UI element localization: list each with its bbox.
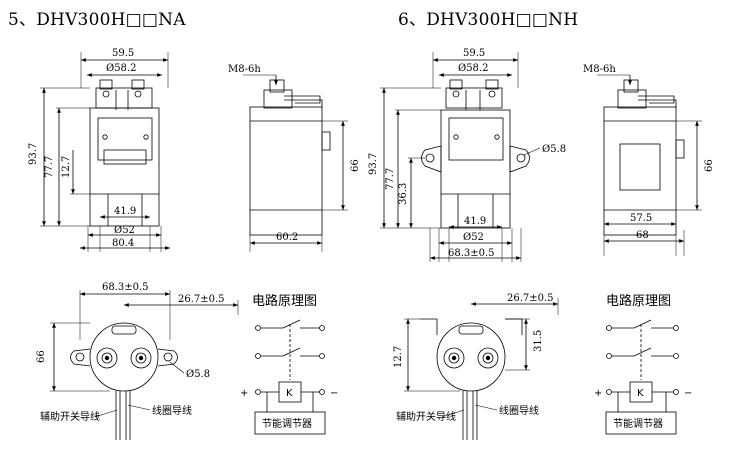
circuit-k-nh: K <box>637 388 644 399</box>
nh-dim-width-bottom2: 68.3±0.5 <box>448 248 495 259</box>
na-dim-width-bottom1: 41.9 <box>114 206 136 217</box>
nh-side-width1: 57.5 <box>630 213 652 224</box>
nh-thread-label: M8-6h <box>583 64 616 75</box>
nh-front-view <box>380 52 541 262</box>
nh-top-height2: 31.5 <box>533 330 544 352</box>
circuit-controller-na: 节能调节器 <box>262 417 312 430</box>
title-nh: 6、DHV300H□□NH <box>398 10 579 30</box>
na-top-width: 68.3±0.5 <box>102 282 149 293</box>
nh-dim-hole: Ø5.8 <box>542 144 566 155</box>
circuit-title-nh: 电路原理图 <box>606 293 671 309</box>
circuit-diagram-nh <box>605 319 679 435</box>
nh-top-height1: 12.7 <box>393 346 404 368</box>
na-dim-dia-bottom: Ø52 <box>114 225 135 236</box>
circuit-minus-na: − <box>330 388 338 399</box>
nh-top-view <box>404 298 559 440</box>
na-coil-wire-label: 线圈导线 <box>152 404 192 417</box>
circuit-plus-nh: + <box>594 388 602 399</box>
na-dim-width-bottom2: 80.4 <box>112 238 134 249</box>
nh-top-offset: 26.7±0.5 <box>507 293 554 304</box>
nh-dim-height-body: 77.7 <box>385 168 396 190</box>
circuit-plus-na: + <box>240 388 248 399</box>
na-top-height: 66 <box>36 350 47 363</box>
na-dim-width-top: 59.5 <box>112 48 134 59</box>
circuit-controller-nh: 节能调节器 <box>613 417 663 430</box>
na-thread-label: M8-6h <box>228 64 261 75</box>
circuit-title-na: 电路原理图 <box>252 293 317 309</box>
na-front-view <box>40 52 170 252</box>
nh-dim-width-bottom1: 41.9 <box>464 216 486 227</box>
na-top-hole: Ø5.8 <box>186 369 210 380</box>
nh-dim-height-total: 93.7 <box>368 153 379 175</box>
na-side-view <box>243 74 348 252</box>
na-dim-height-body: 77.7 <box>44 156 55 178</box>
nh-coil-wire-label: 线圈导线 <box>499 404 539 417</box>
circuit-diagram-na <box>254 319 326 435</box>
nh-side-height: 66 <box>704 159 715 172</box>
nh-side-view <box>597 74 702 256</box>
title-na: 5、DHV300H□□NA <box>8 10 186 30</box>
circuit-k-na: K <box>286 388 293 399</box>
nh-aux-wire-label: 辅助开关导线 <box>396 410 456 423</box>
nh-dim-height-flange: 36.3 <box>398 183 409 205</box>
na-side-height: 66 <box>350 159 361 172</box>
nh-side-width2: 68 <box>636 230 649 241</box>
na-dim-dia-top: Ø58.2 <box>106 63 136 74</box>
na-top-view <box>50 290 239 440</box>
nh-dim-dia-top: Ø58.2 <box>458 63 488 74</box>
nh-dim-width-top: 59.5 <box>463 48 485 59</box>
nh-dim-dia-bottom: Ø52 <box>463 232 484 243</box>
na-dim-height-total: 93.7 <box>28 143 39 165</box>
na-aux-wire-label: 辅助开关导线 <box>40 410 100 423</box>
circuit-minus-nh: − <box>684 388 692 399</box>
na-side-width: 60.2 <box>276 232 298 243</box>
na-dim-height-coil: 12.7 <box>61 156 72 178</box>
na-top-offset: 26.7±0.5 <box>178 294 225 305</box>
